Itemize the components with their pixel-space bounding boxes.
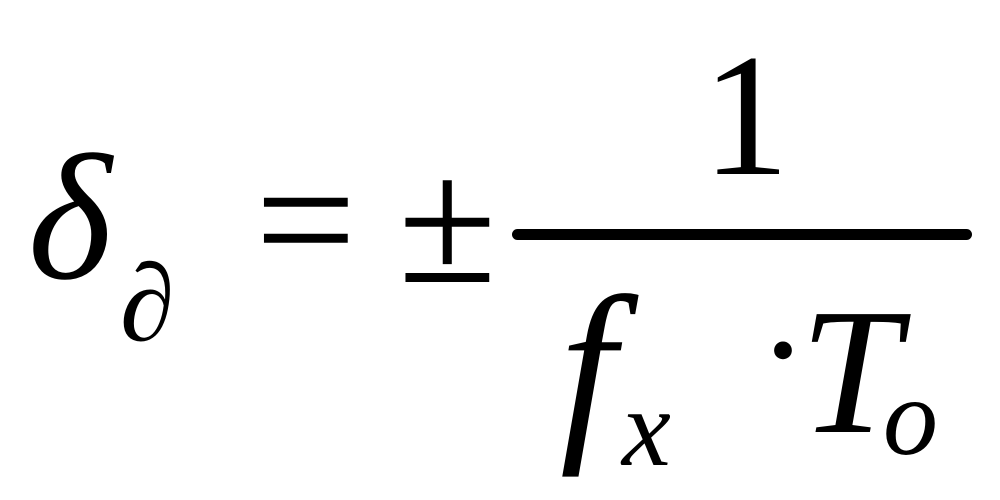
- delta-subscript: ∂: [120, 242, 175, 364]
- delta-symbol: δ: [28, 118, 112, 317]
- equals-sign: =: [255, 120, 357, 319]
- denominator-f: f: [560, 257, 616, 478]
- denominator-T: T: [800, 272, 901, 471]
- denominator-T-subscript: o: [883, 356, 938, 478]
- fraction-bar: [512, 229, 972, 240]
- fraction-numerator: 1: [702, 18, 790, 212]
- plus-minus-sign: ±: [398, 122, 497, 321]
- denominator-f-subscript: x: [622, 367, 671, 489]
- multiplication-dot: ·: [758, 267, 808, 433]
